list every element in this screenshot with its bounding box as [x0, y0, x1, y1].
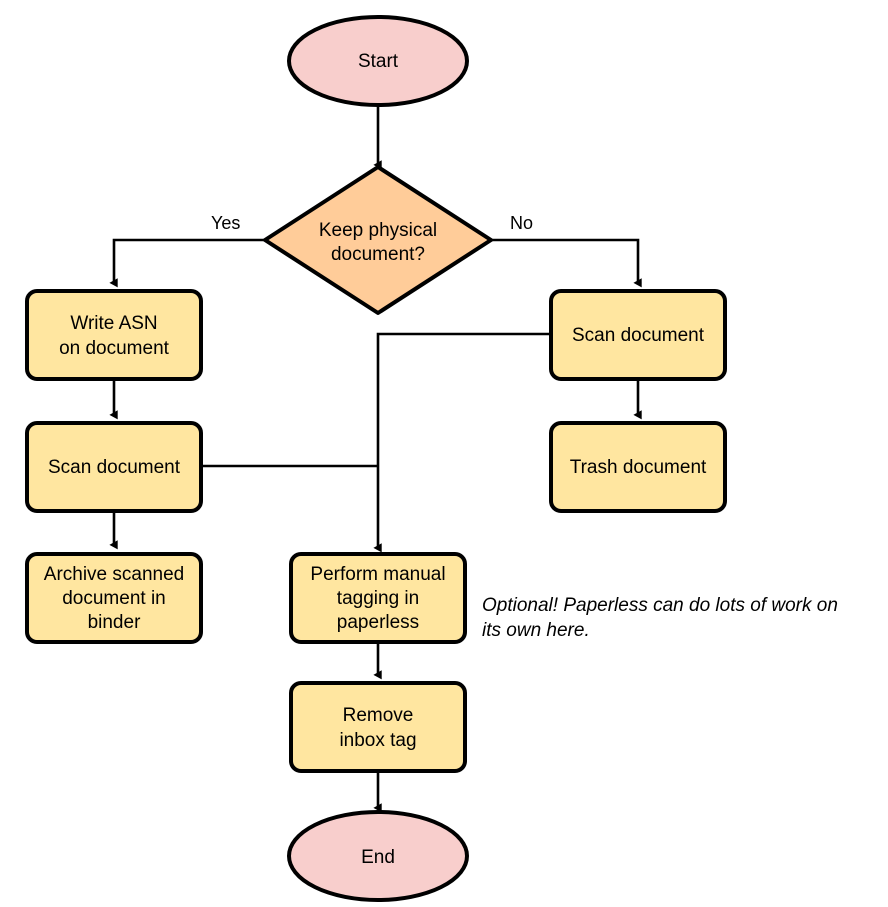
- node-remove-inbox-tag[interactable]: Remove inbox tag: [289, 681, 467, 773]
- tagging-label-line2: tagging in: [337, 588, 419, 609]
- decision-label-line1: Keep physical: [319, 220, 437, 241]
- edge-labels-layer: Yes No: [211, 213, 533, 233]
- edge-label-no: No: [510, 213, 533, 233]
- remove-inbox-label-line2: inbox tag: [339, 730, 416, 751]
- scan-document-left-box-shape[interactable]: [25, 421, 203, 513]
- start-terminator-shape[interactable]: [287, 15, 469, 107]
- node-decision-keep-physical-document[interactable]: Keep physical document?: [263, 165, 493, 315]
- edge-label-yes: Yes: [211, 213, 240, 233]
- annotation-optional-note: Optional! Paperless can do lots of work …: [482, 595, 838, 641]
- tagging-box-shape[interactable]: [289, 552, 467, 644]
- remove-inbox-box-shape[interactable]: [289, 681, 467, 773]
- node-scan-document-left[interactable]: Scan document: [25, 421, 203, 513]
- archive-box-shape[interactable]: [25, 552, 203, 644]
- scan-document-right-box-shape[interactable]: [549, 289, 727, 381]
- node-start[interactable]: Start: [287, 15, 469, 107]
- scan-document-left-label: Scan document: [48, 457, 181, 478]
- edges-layer: [109, 103, 642, 813]
- start-label: Start: [358, 51, 399, 72]
- end-terminator-shape[interactable]: [287, 810, 469, 902]
- trash-document-label: Trash document: [570, 457, 707, 478]
- tagging-label-line1: Perform manual: [310, 564, 445, 585]
- decision-label-line2: document?: [331, 244, 425, 265]
- node-perform-manual-tagging[interactable]: Perform manual tagging in paperless: [289, 552, 467, 644]
- edge-scan-right-to-tagging: [373, 332, 550, 553]
- write-asn-box-shape[interactable]: [25, 289, 203, 381]
- node-archive-scanned-document[interactable]: Archive scanned document in binder: [25, 552, 203, 644]
- node-trash-document[interactable]: Trash document: [549, 421, 727, 513]
- node-write-asn-on-document[interactable]: Write ASN on document: [25, 289, 203, 381]
- archive-label-line1: Archive scanned: [44, 564, 184, 585]
- archive-label-line3: binder: [88, 612, 141, 633]
- edge-decision-yes-to-write-asn: [109, 238, 265, 288]
- scan-document-right-label: Scan document: [572, 325, 705, 346]
- tagging-label-line3: paperless: [337, 612, 419, 633]
- optional-note-line2: its own here.: [482, 620, 590, 641]
- node-end[interactable]: End: [287, 810, 469, 902]
- edge-decision-no-to-scan-right: [491, 238, 642, 288]
- write-asn-label-line2: on document: [59, 338, 170, 359]
- archive-label-line2: document in: [62, 588, 166, 609]
- optional-note-line1: Optional! Paperless can do lots of work …: [482, 595, 838, 616]
- decision-diamond-shape[interactable]: [263, 165, 493, 315]
- node-scan-document-right[interactable]: Scan document: [549, 289, 727, 381]
- remove-inbox-label-line1: Remove: [343, 705, 414, 726]
- trash-document-box-shape[interactable]: [549, 421, 727, 513]
- write-asn-label-line1: Write ASN: [70, 313, 157, 334]
- end-label: End: [361, 847, 395, 868]
